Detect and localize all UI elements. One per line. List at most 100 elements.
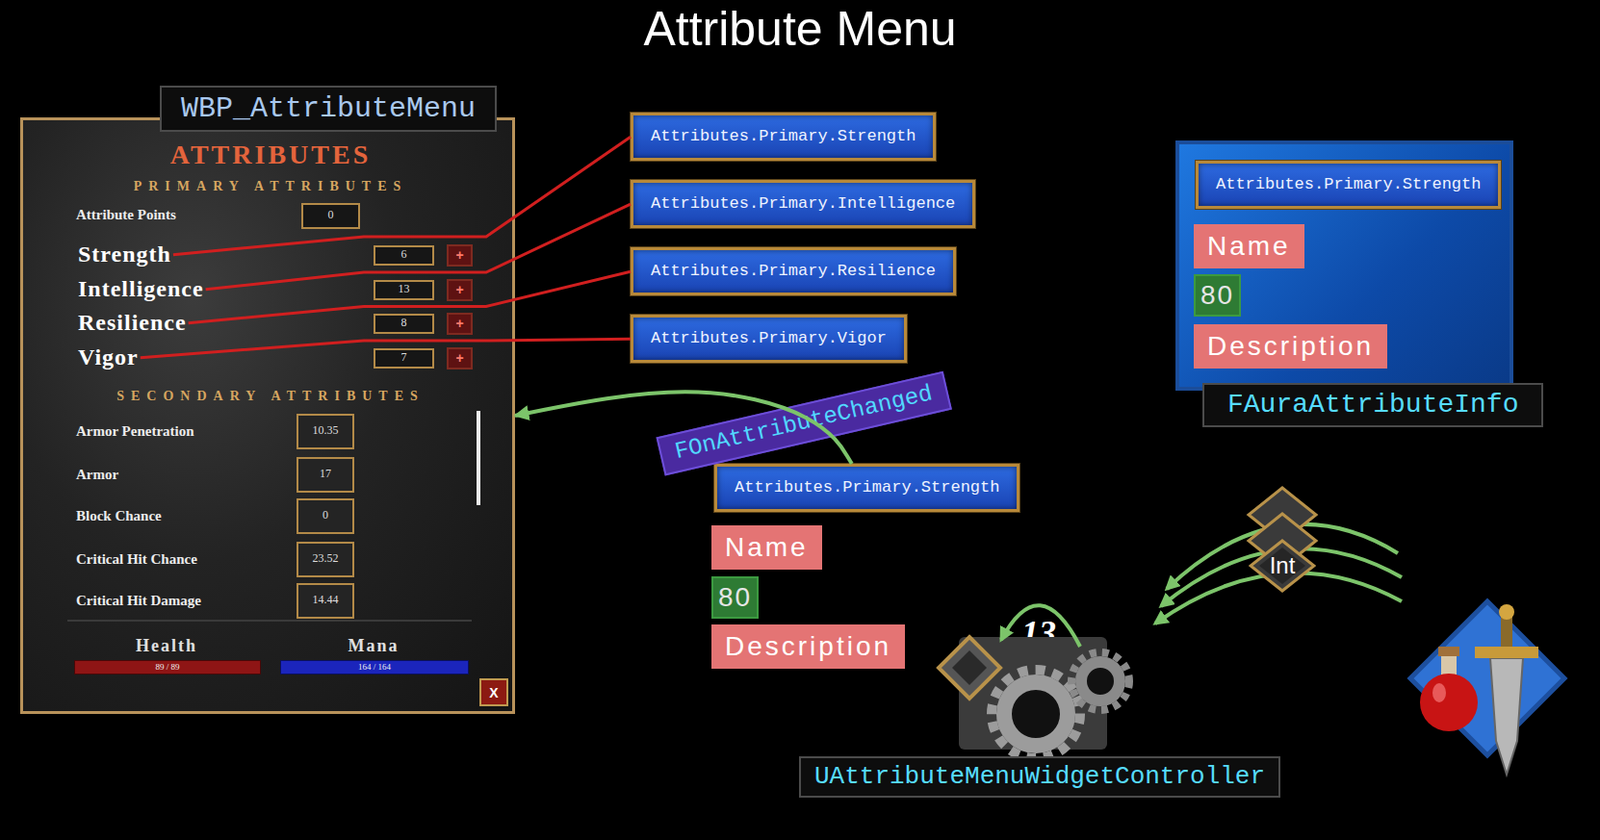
callout-number: 13: [1021, 616, 1057, 651]
text-slot: Critical Hit Chance: [76, 550, 198, 568]
edge-label-slot: FOnAttributeChanged: [656, 371, 953, 477]
value-box: 14.44: [296, 583, 355, 620]
box-text: 13: [398, 283, 411, 296]
gameplay-tag: Attributes.Primary.Resilience: [630, 247, 956, 296]
box-text: Attributes.Primary.Vigor: [650, 329, 887, 349]
box-text: Description: [1207, 330, 1374, 363]
attribute-label: Vigor: [76, 344, 141, 372]
text-slot: Critical Hit Damage: [76, 592, 202, 610]
text-slot: Armor Penetration: [76, 422, 195, 440]
widget-name-label: WBP_AttributeMenu: [159, 85, 497, 132]
attribute-label: Strength: [76, 241, 174, 269]
panel-text: Critical Hit Damage: [76, 592, 202, 610]
box-text: Description: [724, 630, 892, 664]
text-slot: Armor: [76, 465, 119, 484]
value-box: 6: [373, 245, 435, 266]
panel-text: Mana: [348, 637, 400, 657]
box-text: Int: [1269, 554, 1296, 578]
gameplay-tag: Attributes.Primary.Vigor: [630, 314, 907, 363]
box-text: 0: [322, 509, 329, 522]
box-text: 89 / 89: [154, 663, 180, 672]
box-text: Attributes.Primary.Strength: [650, 127, 916, 147]
box-text: 17: [319, 467, 332, 481]
plus-button: +: [446, 244, 473, 267]
box-text: WBP_AttributeMenu: [180, 91, 476, 127]
leader-line: [173, 136, 631, 256]
value-box: 8: [373, 313, 435, 335]
text-slot: Mana: [348, 637, 400, 657]
box-text: Name: [724, 531, 809, 565]
attribute-label: Resilience: [76, 309, 189, 337]
scrollbar: [476, 411, 481, 506]
description-field: Description: [711, 624, 905, 670]
box-text: Strength: [77, 241, 172, 269]
box-text: +: [455, 316, 464, 331]
close-button: X: [479, 678, 509, 707]
text-slot: Attribute Points: [76, 206, 177, 224]
box-text: Name: [1207, 230, 1291, 263]
box-text: Attributes.Primary.Strength: [1215, 175, 1481, 195]
mana-bar: 164 / 164: [280, 660, 469, 675]
box-text: +: [455, 248, 464, 262]
name-field: Name: [711, 525, 823, 570]
box-text: 164 / 164: [358, 663, 391, 672]
leader-line: [140, 338, 631, 359]
box-text: 7: [401, 351, 408, 364]
struct-box: FAuraAttributeInfoAttributes.Primary.Str…: [1175, 140, 1514, 391]
value-field: 80: [711, 576, 759, 620]
gameplay-tag: Attributes.Primary.Strength: [630, 112, 936, 161]
box-text: Intelligence: [77, 276, 205, 304]
box-text: Resilience: [77, 309, 187, 337]
divider: [67, 619, 472, 622]
box-text: Attributes.Primary.Strength: [734, 478, 1000, 498]
label-slot: 13: [1021, 616, 1057, 651]
panel-text: ATTRIBUTES: [170, 140, 371, 171]
attribute-diamond: Int: [1248, 539, 1317, 594]
panel-text: Critical Hit Chance: [76, 550, 198, 568]
text-slot: Block Chance: [76, 507, 162, 525]
box-text: 23.52: [312, 552, 339, 566]
leader-line: [188, 271, 631, 324]
plus-button: +: [446, 347, 473, 370]
box-text: 80: [1200, 279, 1235, 312]
value-field: 80: [1193, 274, 1241, 317]
box-text: UAttributeMenuWidgetController: [814, 762, 1265, 793]
value-box: 0: [296, 498, 355, 535]
box-text: X: [489, 686, 498, 700]
gameplay-tag: Attributes.Primary.Strength: [714, 464, 1020, 513]
text-slot: PRIMARY ATTRIBUTES: [133, 179, 409, 194]
value-box: 10.35: [296, 413, 355, 450]
text-slot: FAuraAttributeInfo: [1202, 383, 1544, 428]
plus-button: +: [446, 279, 473, 302]
gameplay-tag: Attributes.Primary.Intelligence: [630, 180, 976, 229]
box-text: 6: [401, 248, 408, 261]
value-box: 0: [301, 203, 361, 230]
box-text: +: [455, 351, 464, 365]
item-illustration: [1410, 601, 1565, 775]
box-text: +: [455, 283, 464, 297]
box-text: Attributes.Primary.Resilience: [650, 261, 936, 282]
text-slot: Health: [135, 637, 198, 657]
box-text: 80: [718, 581, 752, 615]
box-text: 10.35: [312, 424, 339, 438]
controller-label: UAttributeMenuWidgetController: [799, 756, 1281, 799]
box-text: 0: [328, 208, 335, 222]
panel-text: PRIMARY ATTRIBUTES: [133, 179, 409, 194]
diagram-title: Attribute Menu: [643, 0, 956, 58]
flow-arrows: [1155, 524, 1402, 624]
value-box: 17: [296, 457, 355, 493]
value-box: 23.52: [296, 541, 355, 578]
panel-text: Block Chance: [76, 507, 162, 525]
event-arrow: [515, 391, 852, 465]
box-text: Attributes.Primary.Intelligence: [650, 194, 955, 214]
box-text: 8: [401, 316, 408, 330]
panel-text: Attribute Points: [76, 206, 177, 224]
title-slot: Attribute Menu: [0, 0, 1600, 58]
delegate-label: FOnAttributeChanged: [656, 371, 953, 477]
text-slot: ATTRIBUTES: [170, 140, 371, 171]
description-field: Description: [1193, 324, 1388, 369]
text-slot: SECONDARY ATTRIBUTES: [116, 388, 425, 404]
panel-text: FAuraAttributeInfo: [1202, 383, 1544, 428]
